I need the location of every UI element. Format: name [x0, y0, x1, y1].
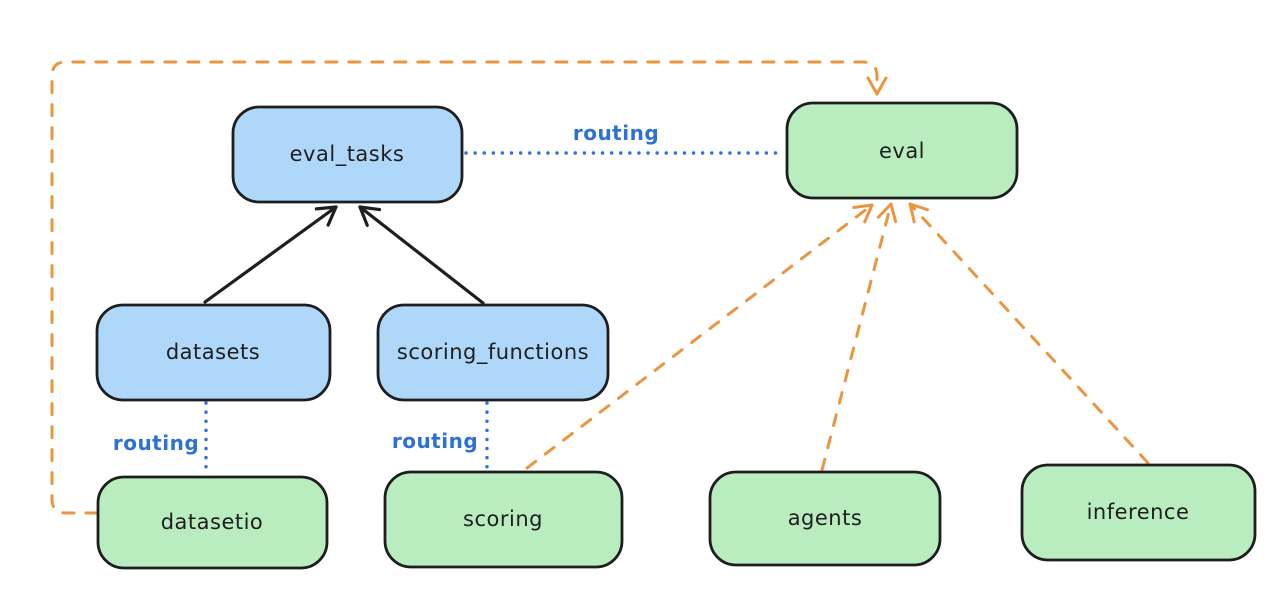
edge-scoring-to-eval [525, 203, 874, 470]
edge-label-routing-left: routing [113, 431, 199, 455]
edge-scoring-functions-to-scoring: routing [392, 401, 489, 471]
node-inference: inference [1020, 463, 1257, 562]
node-scoring: scoring [383, 470, 624, 569]
edge-scoring-functions-to-eval-tasks [358, 205, 485, 305]
node-label-scoring-functions: scoring_functions [397, 340, 589, 365]
edge-datasetio-to-eval [50, 60, 888, 515]
node-label-eval-tasks: eval_tasks [290, 142, 405, 167]
node-label-datasets: datasets [166, 340, 260, 364]
edge-label-routing-mid: routing [392, 429, 478, 453]
edge-datasets-to-datasetio: routing [113, 401, 208, 476]
edge-agents-to-eval [820, 202, 898, 472]
node-eval: eval [785, 101, 1019, 200]
node-label-agents: agents [788, 506, 863, 530]
node-datasets: datasets [95, 303, 332, 402]
node-label-eval: eval [879, 139, 925, 163]
edge-label-routing-top: routing [573, 121, 659, 145]
node-agents: agents [708, 470, 942, 567]
node-eval-tasks: eval_tasks [231, 105, 464, 204]
node-label-scoring: scoring [463, 507, 543, 531]
node-label-datasetio: datasetio [161, 510, 264, 534]
node-scoring-functions: scoring_functions [376, 303, 610, 402]
node-datasetio: datasetio [96, 475, 329, 570]
edge-inference-to-eval [908, 202, 1150, 465]
edge-eval-tasks-to-eval: routing [464, 121, 785, 155]
edge-datasets-to-eval-tasks [203, 205, 338, 304]
node-label-inference: inference [1087, 500, 1190, 524]
